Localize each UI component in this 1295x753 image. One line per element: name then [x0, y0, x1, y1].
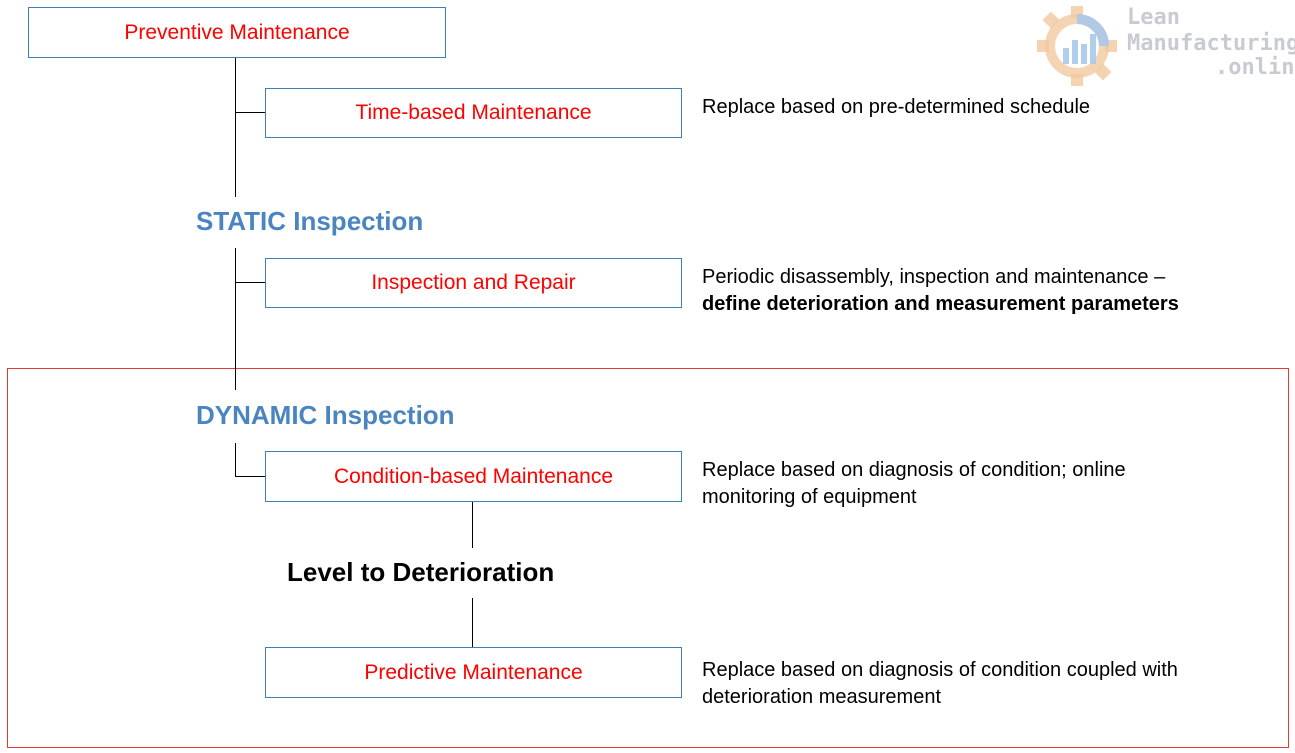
time-based-description: Replace based on pre-determined schedule: [702, 96, 1091, 118]
inspection-repair-box: Inspection and Repair: [265, 258, 682, 308]
dynamic-connector-line: [235, 443, 236, 476]
time-based-maintenance-label: Time-based Maintenance: [355, 101, 592, 124]
inspection-description-line1: Periodic disassembly, inspection and mai…: [702, 266, 1166, 288]
time-based-maintenance-box: Time-based Maintenance: [265, 88, 682, 138]
branch-line-time-based: [235, 112, 265, 113]
predictive-maintenance-box: Predictive Maintenance: [265, 647, 682, 698]
arrow-to-predictive: [472, 598, 473, 647]
predictive-maintenance-label: Predictive Maintenance: [364, 660, 583, 684]
inspection-description-line2: define deterioration and measurement par…: [702, 293, 1179, 315]
level-to-deterioration-label: Level to Deterioration: [287, 557, 555, 587]
predictive-description: Replace based on diagnosis of condition …: [702, 659, 1178, 708]
static-connector-line: [235, 248, 236, 390]
preventive-maintenance-box: Preventive Maintenance: [28, 7, 446, 58]
main-connector-line: [235, 57, 236, 197]
inspection-repair-description: Periodic disassembly, inspection and mai…: [702, 264, 1282, 318]
dynamic-inspection-heading: DYNAMIC Inspection: [196, 400, 455, 430]
branch-line-condition: [235, 476, 265, 477]
inspection-repair-label: Inspection and Repair: [371, 271, 576, 294]
dynamic-section-frame: [7, 368, 1289, 748]
logo-text-manufacturing: Manufacturing: [1127, 31, 1295, 56]
logo-text-online: .online: [1215, 55, 1295, 80]
lean-manufacturing-logo: Lean Manufacturing .online: [1035, 4, 1295, 86]
arrow-to-level: [472, 502, 473, 548]
static-inspection-heading: STATIC Inspection: [196, 206, 424, 236]
preventive-maintenance-label: Preventive Maintenance: [124, 20, 350, 44]
branch-line-inspection: [235, 282, 265, 283]
condition-based-maintenance-box: Condition-based Maintenance: [265, 451, 682, 502]
gear-chart-icon: [1037, 6, 1117, 86]
condition-based-maintenance-label: Condition-based Maintenance: [333, 464, 614, 488]
logo-text-lean: Lean: [1127, 5, 1180, 30]
condition-based-description: Replace based on diagnosis of condition;…: [702, 459, 1126, 508]
